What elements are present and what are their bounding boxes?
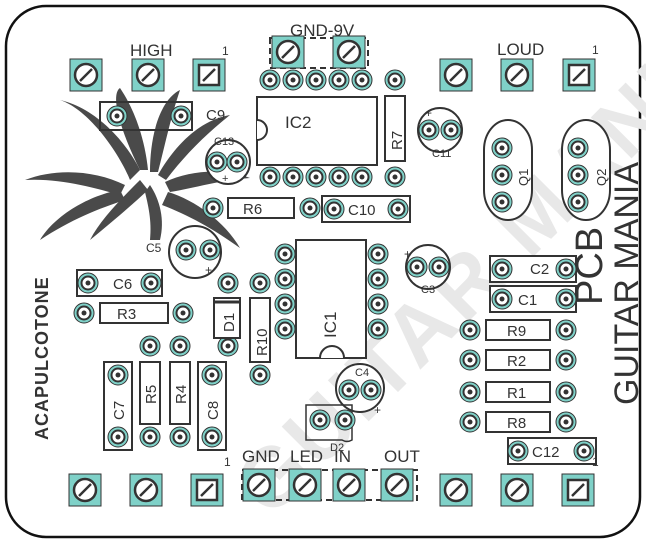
label-ic2: IC2 — [285, 113, 311, 132]
label-c7: C7 — [111, 401, 128, 420]
pad-in — [331, 467, 367, 503]
label-c12: C12 — [532, 444, 560, 461]
label-c4: C4 — [355, 367, 369, 379]
label-r8: R8 — [507, 415, 526, 432]
label-q1: Q1 — [516, 169, 531, 186]
label-high: HIGH — [130, 41, 173, 60]
label-c10: C10 — [348, 202, 376, 219]
label-r6: R6 — [243, 201, 262, 218]
label-led: LED — [290, 447, 323, 466]
label-r9: R9 — [507, 323, 526, 340]
pad-gnd-out — [241, 467, 277, 503]
label-pin1-bottom-left: 1 — [224, 455, 231, 469]
svg-text:+: + — [374, 403, 381, 417]
svg-text:+: + — [425, 106, 432, 120]
label-r10: R10 — [254, 328, 271, 356]
pad-high-1 — [191, 57, 227, 93]
label-ic1: IC1 — [321, 312, 340, 338]
svg-text:+: + — [222, 173, 228, 185]
pad-loud-1 — [561, 57, 597, 93]
palm-tree-logo — [25, 88, 250, 248]
label-c13: C13 — [214, 136, 234, 148]
pad-bottom-right-2 — [499, 472, 535, 508]
gnd-9v-outline — [269, 37, 369, 69]
pad-bottom-left-2 — [128, 472, 164, 508]
ic2-body — [256, 96, 378, 166]
label-r5: R5 — [143, 385, 160, 404]
label-gnd-9v: GND-9V — [290, 21, 355, 40]
label-r3: R3 — [117, 306, 136, 323]
label-pin1-high: 1 — [222, 44, 229, 58]
pad-high-3 — [68, 57, 104, 93]
label-d2: D2 — [330, 442, 344, 454]
svg-text:+: + — [205, 263, 212, 277]
pad-bottom-right-3 — [438, 472, 474, 508]
pad-9v — [331, 34, 367, 70]
pad-bottom-left-3 — [67, 472, 103, 508]
label-c6: C6 — [113, 276, 132, 293]
label-c1: C1 — [518, 292, 537, 309]
label-in: IN — [334, 447, 351, 466]
label-r7: R7 — [389, 131, 406, 150]
label-out: OUT — [384, 447, 420, 466]
label-gnd: GND — [242, 447, 280, 466]
label-c3: C3 — [421, 284, 435, 296]
label-c11: C11 — [432, 148, 451, 160]
pad-out — [379, 467, 415, 503]
label-pin1-bottom-right: 1 — [592, 455, 599, 469]
pad-loud-3 — [438, 57, 474, 93]
label-q2: Q2 — [594, 169, 609, 186]
svg-text:+: + — [404, 247, 411, 261]
pad-bottom-left-1 — [189, 472, 225, 508]
label-c9: C9 — [206, 107, 225, 124]
label-d1: D1 — [221, 313, 238, 332]
label-loud: LOUD — [497, 40, 544, 59]
label-c2: C2 — [530, 261, 549, 278]
label-c8: C8 — [205, 401, 222, 420]
label-r2: R2 — [507, 353, 526, 370]
brand-text: ACAPULCOTONE — [32, 276, 52, 440]
pad-led — [287, 467, 323, 503]
pad-bottom-right-1 — [560, 472, 596, 508]
label-r4: R4 — [173, 385, 190, 404]
label-c5: C5 — [146, 241, 162, 255]
label-r1: R1 — [507, 385, 526, 402]
pad-loud-2 — [499, 57, 535, 93]
ic1-body — [295, 239, 367, 359]
pad-gnd — [270, 34, 306, 70]
pcb-subtitle: GUITAR MANIA — [608, 162, 646, 405]
pad-high-2 — [130, 57, 166, 93]
label-pin1-loud: 1 — [592, 43, 599, 57]
